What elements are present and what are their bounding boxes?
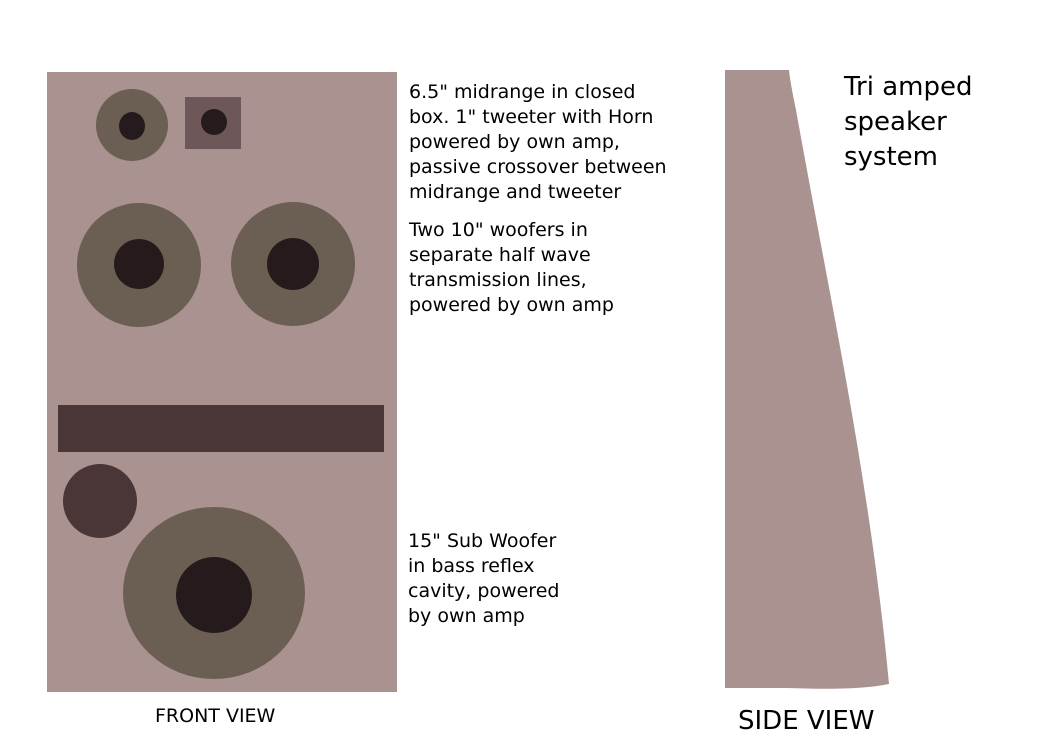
side-cabinet: [725, 70, 889, 689]
midrange-center: [119, 112, 145, 140]
transmission-line-port: [58, 405, 384, 452]
woofer-right-center: [267, 238, 319, 290]
diagram-title: Tri amped speaker system: [844, 72, 973, 172]
woofer-left-center: [114, 239, 164, 289]
woofers-annotation: Two 10" woofers in separate half wave tr…: [409, 219, 614, 316]
side-view-label: SIDE VIEW: [738, 706, 875, 736]
bass-reflex-port: [63, 464, 137, 538]
front-view-label: FRONT VIEW: [155, 705, 276, 727]
subwoofer-annotation: 15" Sub Woofer in bass reflex cavity, po…: [408, 530, 560, 627]
midrange-tweeter-annotation: 6.5" midrange in closed box. 1" tweeter …: [409, 81, 667, 203]
subwoofer-center: [176, 557, 252, 633]
tweeter-center: [201, 109, 227, 135]
